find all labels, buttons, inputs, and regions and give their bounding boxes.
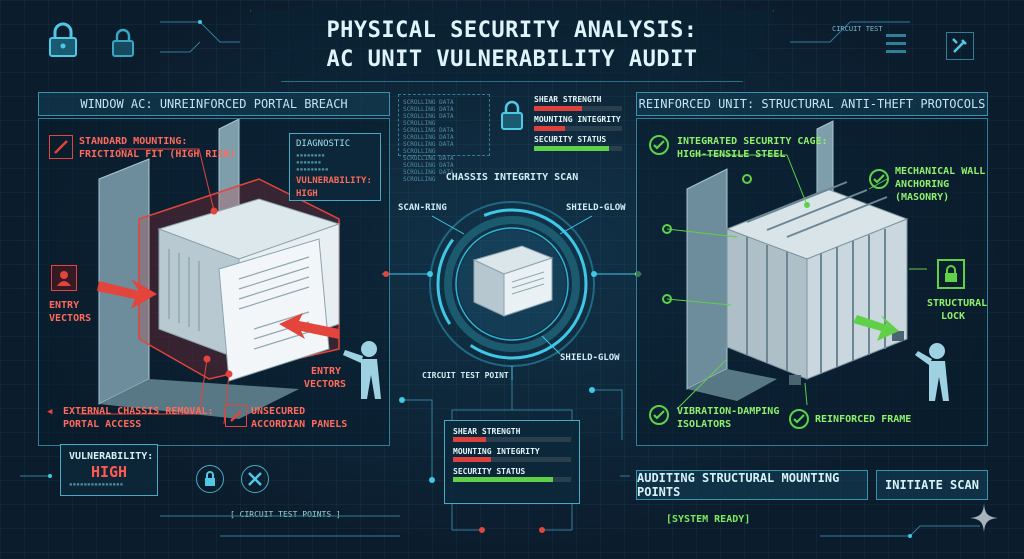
circuit-test-point-label: CIRCUIT TEST POINT bbox=[422, 371, 509, 380]
cage-label-2: HIGH-TENSILE STEEL bbox=[677, 149, 786, 160]
header-right-deco bbox=[790, 12, 910, 62]
anchor-label-1: MECHANICAL WALL bbox=[895, 166, 986, 177]
tools-icon[interactable] bbox=[241, 465, 269, 493]
vulnerability-label: VULNERABILITY: bbox=[69, 451, 154, 462]
warning-arrow-icon: ◀ bbox=[47, 407, 53, 417]
anchor-label-3: (MASONRY) bbox=[895, 192, 950, 203]
padlock-icon bbox=[110, 28, 136, 58]
check-icon bbox=[649, 135, 669, 155]
bottom-meter-2: SECURITY STATUS bbox=[453, 466, 571, 482]
diagnostic-title: DIAGNOSTIC bbox=[296, 139, 351, 149]
settings-icon[interactable] bbox=[946, 32, 974, 60]
chassis-removal-2: PORTAL ACCESS bbox=[63, 419, 142, 430]
bottom-meter-fill-1 bbox=[453, 457, 491, 462]
bottom-meter-fill-2 bbox=[453, 477, 554, 482]
vulnerability-value: HIGH bbox=[90, 463, 128, 481]
title-line-1: PHYSICAL SECURITY ANALYSIS: bbox=[326, 18, 698, 43]
page-title: PHYSICAL SECURITY ANALYSIS: AC UNIT VULN… bbox=[250, 10, 774, 82]
shield-glow-bottom-label: SHIELD-GLOW bbox=[560, 353, 620, 363]
entry-vectors-left-2: VECTORS bbox=[49, 313, 92, 324]
pry-tool-icon bbox=[49, 135, 73, 159]
frame-label: REINFORCED FRAME bbox=[815, 414, 912, 425]
bottom-meter-1: MOUNTING INTEGRITY bbox=[453, 446, 571, 462]
entry-vectors-left-1: ENTRY bbox=[49, 300, 80, 311]
anchor-label-2: ANCHORING bbox=[895, 179, 950, 190]
check-icon bbox=[649, 405, 669, 425]
right-panel-title: REINFORCED UNIT: STRUCTURAL ANTI-THEFT P… bbox=[636, 92, 988, 116]
entry-vectors-right-2: VECTORS bbox=[303, 379, 347, 390]
bottom-meter-label: MOUNTING INTEGRITY bbox=[453, 447, 540, 456]
initiate-scan-button[interactable]: INITIATE SCAN bbox=[876, 470, 988, 500]
top-meter-fill-2 bbox=[534, 146, 609, 151]
chassis-removal-1: EXTERNAL CHASSIS REMOVAL: bbox=[63, 406, 214, 417]
top-meter-0: SHEAR STRENGTH bbox=[534, 94, 622, 111]
accordion-label-2: ACCORDIAN PANELS bbox=[251, 419, 348, 430]
auditing-status-button[interactable]: AUDITING STRUCTURAL MOUNTING POINTS bbox=[636, 470, 868, 500]
accordion-panel-icon bbox=[225, 405, 247, 427]
lock-label-1: STRUCTURAL bbox=[927, 298, 988, 309]
scan-title: CHASSIS INTEGRITY SCAN bbox=[445, 172, 579, 183]
entry-vectors-right-1: ENTRY bbox=[310, 366, 342, 377]
bottom-meter-0: SHEAR STRENGTH bbox=[453, 426, 571, 442]
diagnostic-vuln-label: VULNERABILITY: bbox=[296, 176, 372, 186]
cage-label-1: INTEGRATED SECURITY CAGE: bbox=[677, 136, 828, 147]
padlock-icon bbox=[496, 98, 528, 132]
lock-label-2: LOCK bbox=[941, 311, 966, 322]
padlock-icon bbox=[937, 259, 965, 289]
top-meter-label: SECURITY STATUS bbox=[534, 135, 607, 144]
right-footer-circuits bbox=[620, 446, 1020, 556]
top-meter-2: SECURITY STATUS bbox=[534, 134, 622, 151]
sparkle-icon bbox=[970, 504, 998, 532]
vulnerability-box: VULNERABILITY: HIGH ▪▪▪▪▪▪▪▪▪▪▪▪▪▪▪ bbox=[60, 444, 158, 496]
right-panel: INTEGRATED SECURITY CAGE: HIGH-TENSILE S… bbox=[636, 118, 988, 446]
title-line-2: AC UNIT VULNERABILITY AUDIT bbox=[326, 47, 698, 72]
bottom-meter-label: SHEAR STRENGTH bbox=[453, 427, 521, 436]
scan-ring bbox=[382, 201, 642, 386]
diagnostic-box: DIAGNOSTIC ▪▪▪▪▪▪▪▪▪▪▪▪▪▪▪▪▪▪▪▪▪▪▪▪ VULN… bbox=[289, 133, 381, 201]
top-meter-fill-1 bbox=[534, 126, 565, 131]
top-meters: SHEAR STRENGTH MOUNTING INTEGRITY SECURI… bbox=[534, 94, 622, 151]
mounting-label-line-2: FRICTIONAL FIT (HIGH RISK) bbox=[79, 149, 236, 160]
reinforced-unit-illustration bbox=[662, 120, 949, 410]
left-panel: STANDARD MOUNTING: FRICTIONAL FIT (HIGH … bbox=[38, 118, 390, 446]
lock-icon[interactable] bbox=[196, 465, 224, 493]
scan-ring-label: SCAN-RING bbox=[398, 203, 447, 213]
check-icon bbox=[869, 169, 889, 189]
intruder-icon bbox=[51, 265, 77, 291]
circuit-test-points-label: [ CIRCUIT TEST POINTS ] bbox=[230, 510, 341, 519]
isolators-label-1: VIBRATION-DAMPING bbox=[677, 406, 780, 417]
top-meter-fill-0 bbox=[534, 106, 583, 111]
isolators-label-2: ISOLATORS bbox=[677, 419, 732, 430]
check-icon bbox=[789, 409, 809, 429]
window-ac-illustration bbox=[79, 119, 381, 425]
bottom-meter-label: SECURITY STATUS bbox=[453, 467, 526, 476]
top-meter-label: SHEAR STRENGTH bbox=[534, 95, 602, 104]
diagnostic-filler: ▪▪▪▪▪▪▪▪▪▪▪▪▪▪▪▪▪▪▪▪▪▪▪▪ bbox=[296, 152, 329, 173]
top-meter-label: MOUNTING INTEGRITY bbox=[534, 115, 621, 124]
system-ready-label: [SYSTEM READY] bbox=[666, 514, 751, 525]
bottom-meters: SHEAR STRENGTH MOUNTING INTEGRITY SECURI… bbox=[444, 420, 580, 504]
accordion-label-1: UNSECURED bbox=[251, 406, 306, 417]
left-panel-title: WINDOW AC: UNREINFORCED PORTAL BREACH bbox=[38, 92, 390, 116]
mounting-label-line-1: STANDARD MOUNTING: bbox=[79, 136, 188, 147]
header-left-deco bbox=[160, 12, 240, 62]
top-meter-1: MOUNTING INTEGRITY bbox=[534, 114, 622, 131]
diagnostic-vuln-value: HIGH bbox=[296, 189, 318, 199]
circuit-test-label: CIRCUIT TEST bbox=[832, 25, 883, 33]
vulnerability-filler: ▪▪▪▪▪▪▪▪▪▪▪▪▪▪▪ bbox=[69, 481, 124, 488]
padlock-icon bbox=[46, 22, 80, 58]
bottom-meter-fill-0 bbox=[453, 437, 487, 442]
shield-glow-top-label: SHIELD-GLOW bbox=[566, 203, 626, 213]
